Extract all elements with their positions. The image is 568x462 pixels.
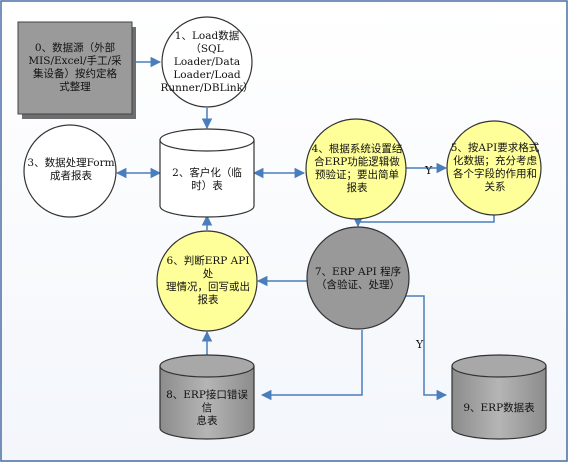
format-node-label: 5、按API要求格式 化数据；充分考虑 各个字段的作用和 关系 <box>450 142 540 193</box>
staging-node-cylinder <box>159 128 255 218</box>
edge-format-to-api <box>352 215 495 228</box>
form-report-node-label: 3、数据处理Form 成者报表 <box>27 157 115 182</box>
error-table-node-cylinder <box>159 354 255 440</box>
judge-node-circle <box>156 230 258 332</box>
staging-node-label: 2、客户化（临 时）表 <box>172 167 242 192</box>
load-node-label: 1、Load数据 （SQL Loader/Data Loader/Load Ru… <box>160 29 254 94</box>
load-node-circle <box>161 16 253 108</box>
edge-api-to-erp <box>404 295 448 401</box>
edge-label-api-to-erp: Y <box>416 338 424 351</box>
api-program-node-circle <box>306 226 410 330</box>
erp-table-node-cylinder <box>451 354 547 440</box>
edge-api-to-error <box>260 330 363 401</box>
judge-node-label: 6、判断ERP API处 理情况，回写或出 报表 <box>166 255 250 306</box>
format-node-circle <box>446 120 542 216</box>
form-report-node-circle <box>23 124 117 218</box>
api-program-node-label: 7、ERP API 程序 （含验证、处理） <box>314 266 402 291</box>
error-table-node-label: 8、ERP接口错误信 息表 <box>166 388 248 427</box>
edge-label-validate-to-format: Y <box>425 164 433 177</box>
validate-node-circle <box>305 118 407 220</box>
validate-node-label: 4、根据系统设置结 合ERP功能逻辑做 预验证；要出简单 报表 <box>311 143 403 194</box>
erp-table-node-label: 9、ERP数据表 <box>463 401 535 414</box>
source-node-label: 0、数据源（外部 MIS/Excel/手工/采 集设备）按约定格 式整理 <box>28 42 122 93</box>
source-node-box <box>17 21 133 115</box>
